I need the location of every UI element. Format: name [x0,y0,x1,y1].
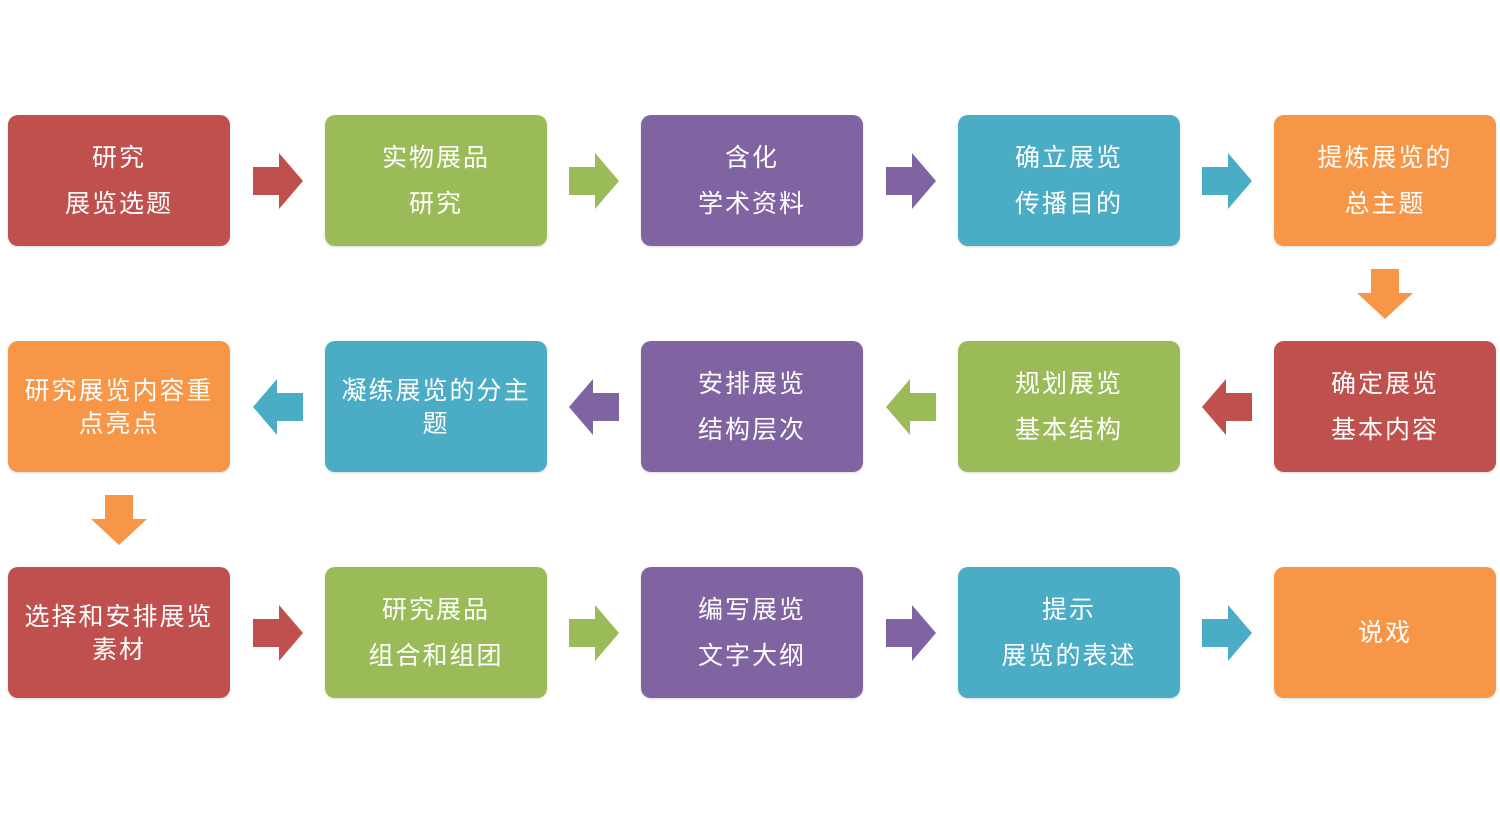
arrow-left-icon [569,378,619,435]
arrow-right-icon [1202,604,1252,661]
flow-arrow-6 [1202,378,1252,435]
arrow-right-icon [1202,152,1252,209]
flow-arrow-1 [252,152,303,209]
arrow-right-icon [252,152,303,209]
arrow-right-icon [252,604,303,661]
step-text: 学术资料 [697,188,806,218]
step-text: 提示 [1041,594,1096,624]
flow-arrow-11 [252,604,303,661]
step-box-13: 编写展览文字大纲 [641,567,863,698]
step-box-1: 研究展览选题 [8,115,230,246]
step-text: 实物展品 [381,142,490,172]
arrow-right-icon [885,604,936,661]
step-text: 组合和组团 [368,640,504,670]
step-text: 传播目的 [1014,188,1123,218]
step-text: 展览选题 [64,188,173,218]
step-text: 基本内容 [1330,414,1439,444]
step-text: 含化 [724,142,779,172]
step-text: 文字大纲 [697,640,806,670]
step-box-10: 研究展览内容重点亮点 [8,341,230,472]
step-text: 研究 [91,142,146,172]
step-text: 研究展览内容重 [24,375,214,405]
step-text: 编写展览 [697,594,806,624]
flow-arrow-14 [1202,604,1252,661]
step-text: 确立展览 [1014,142,1123,172]
step-text: 规划展览 [1014,368,1123,398]
step-text: 提炼展览的 [1317,142,1453,172]
step-box-11: 选择和安排展览素材 [8,567,230,698]
step-text: 研究展品 [381,594,490,624]
flow-arrow-12 [569,604,619,661]
flow-arrow-7 [885,378,936,435]
arrow-left-icon [885,378,936,435]
flow-arrow-13 [885,604,936,661]
step-box-5: 提炼展览的总主题 [1274,115,1496,246]
flow-arrow-5 [1357,268,1413,319]
step-text: 题 [422,408,450,438]
step-text: 素材 [91,634,146,664]
arrow-left-icon [252,378,303,435]
step-box-15: 说戏 [1274,567,1496,698]
arrow-right-icon [569,152,619,209]
flow-arrow-3 [885,152,936,209]
step-text: 确定展览 [1330,368,1439,398]
flow-arrow-9 [252,378,303,435]
arrow-right-icon [569,604,619,661]
step-text: 展览的表述 [1001,640,1137,670]
step-box-8: 安排展览结构层次 [641,341,863,472]
arrow-right-icon [885,152,936,209]
step-text: 结构层次 [697,414,806,444]
step-text: 总主题 [1344,188,1426,218]
step-box-7: 规划展览基本结构 [958,341,1180,472]
flow-arrow-2 [569,152,619,209]
arrow-down-icon [91,494,147,545]
step-text: 凝练展览的分主 [341,375,531,405]
step-text: 点亮点 [78,408,160,438]
step-box-14: 提示展览的表述 [958,567,1180,698]
step-text: 研究 [408,188,463,218]
arrow-down-icon [1357,268,1413,319]
arrow-left-icon [1202,378,1252,435]
step-text: 说戏 [1357,617,1412,647]
step-box-2: 实物展品研究 [325,115,547,246]
step-text: 安排展览 [697,368,806,398]
flow-arrow-8 [569,378,619,435]
step-text: 选择和安排展览 [24,601,214,631]
flow-arrow-10 [91,494,147,545]
step-box-12: 研究展品组合和组团 [325,567,547,698]
step-box-9: 凝练展览的分主题 [325,341,547,472]
flow-arrow-4 [1202,152,1252,209]
step-box-4: 确立展览传播目的 [958,115,1180,246]
step-box-3: 含化学术资料 [641,115,863,246]
step-text: 基本结构 [1014,414,1123,444]
step-box-6: 确定展览基本内容 [1274,341,1496,472]
